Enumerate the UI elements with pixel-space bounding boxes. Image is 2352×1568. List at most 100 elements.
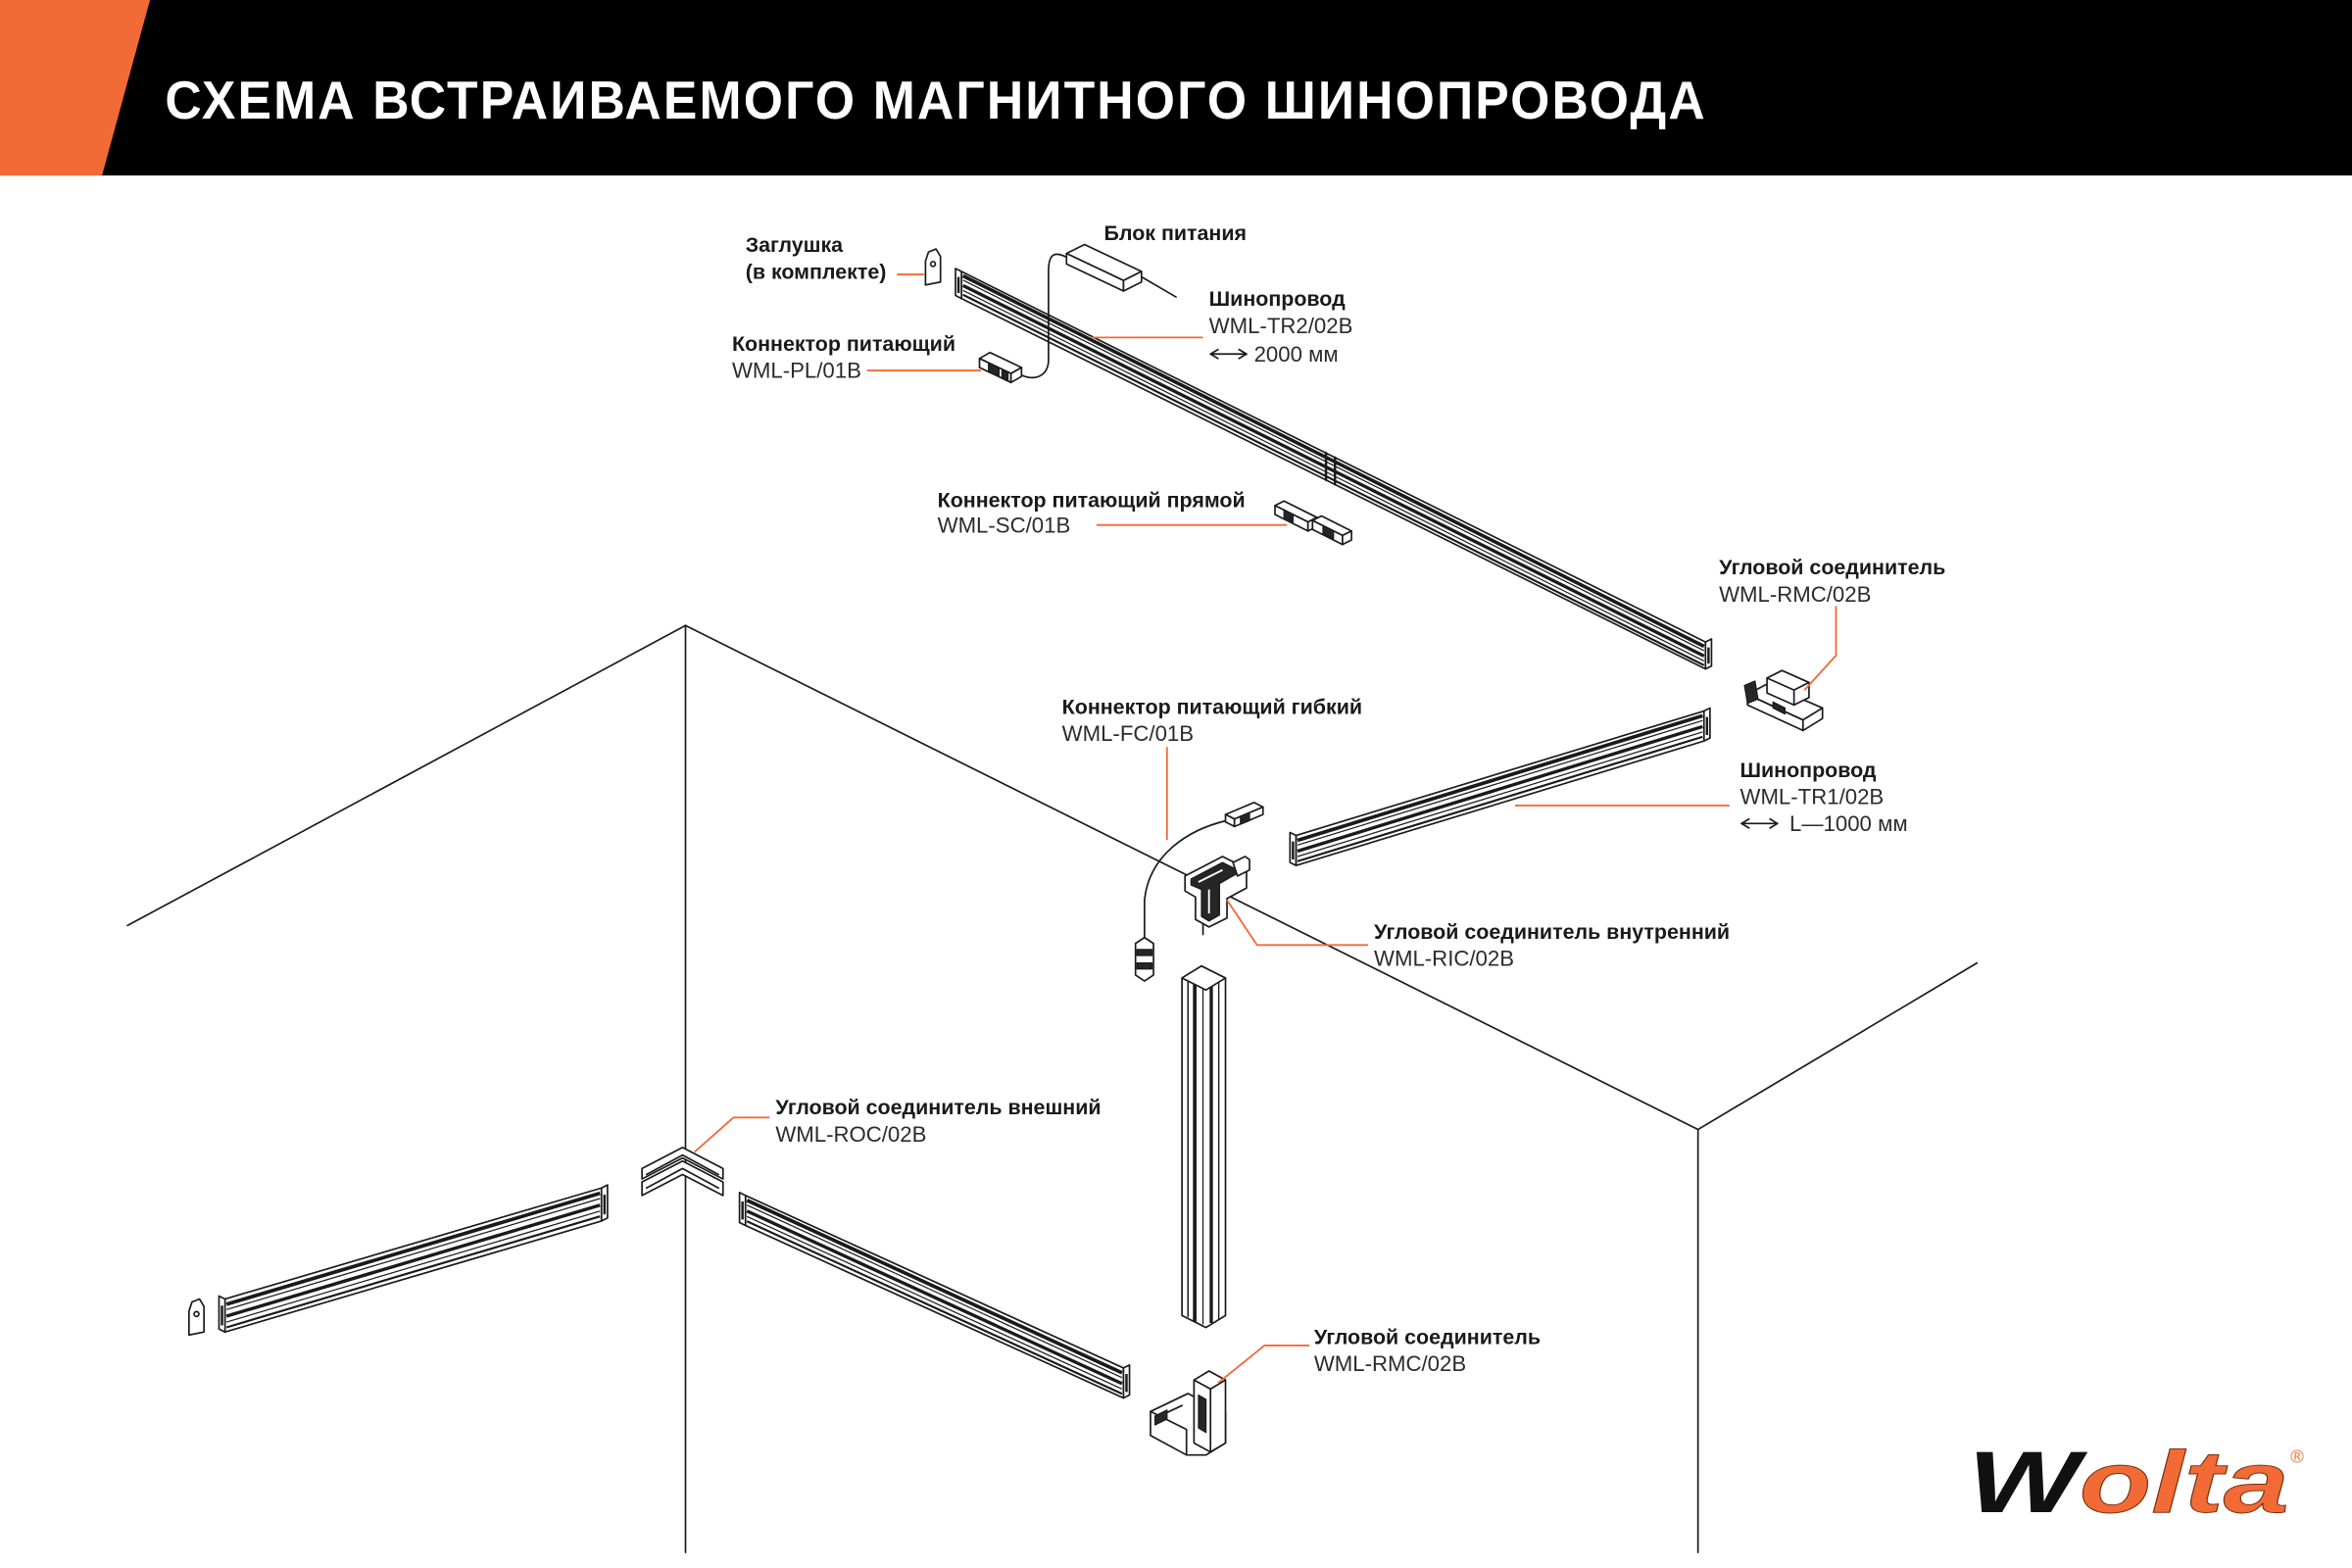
connector-contact [1136,962,1153,970]
label-track-tr2-name: Шинопровод [1209,287,1346,311]
track-groove-line [961,283,1705,658]
track-groove-line [1297,735,1703,862]
track-groove-line [225,1203,601,1318]
component-labels: Заглушка (в комплекте) Блок питания Шино… [732,221,1945,1376]
end-cap-plug-bottom [188,1298,206,1337]
double-arrow-icon [1209,348,1248,360]
track-end-profile [1181,964,1227,992]
track-groove-line [746,1204,1123,1379]
track-groove-line [746,1209,1123,1386]
plug-hole [929,261,937,268]
track-groove-line [962,289,1705,662]
track-groove-line [961,273,1705,649]
header-background [0,0,2352,176]
corner-connector-rmc-bottom [1150,1370,1227,1456]
straight-feed-connector-sc [1274,500,1352,546]
connector-tail-body [1134,936,1154,982]
corner-connector-rmc-top [1743,669,1824,732]
label-track-tr2-code: WML-TR2/02B [1209,314,1353,338]
track-groove-line [746,1215,1123,1390]
label-track-tr1-code: WML-TR1/02B [1740,784,1885,808]
track-groove-line [746,1220,1123,1396]
connector-contact [1283,509,1294,523]
track-vertical [1181,964,1227,1329]
connector-contact [1198,1394,1207,1434]
track-lower-left [218,1184,609,1334]
connector-contact [1772,701,1787,715]
connector-tab [1743,680,1759,705]
label-straight-connector-code: WML-SC/01B [938,513,1071,537]
connector-side-face [1009,367,1023,384]
leader-inner-corner [1226,899,1368,947]
label-outer-corner-name: Угловой соединитель внешний [775,1096,1101,1119]
track-groove-line [962,293,1705,666]
connector-edge [645,1153,720,1190]
mains-cable [1139,274,1177,298]
track-groove-line [1297,719,1703,846]
end-cap-plug-top [924,248,942,286]
leader-lines [694,273,1838,1384]
connector-highlight [1198,868,1223,914]
track-groove-line [1297,724,1703,854]
track-wml-tr2 [955,268,1713,670]
page-title: СХЕМА ВСТРАИВАЕМОГО МАГНИТНОГО ШИНОПРОВО… [165,70,1706,130]
track-wml-tr1 [1289,707,1711,867]
plug-hole [193,1310,200,1318]
label-corner-bottom-code: WML-RMC/02B [1314,1351,1466,1376]
label-corner-top-code: WML-RMC/02B [1719,582,1871,607]
track-groove-line [225,1210,601,1323]
psu-side-face [1122,270,1143,292]
label-outer-corner-code: WML-ROC/02B [775,1122,926,1147]
connector-base-side [1801,707,1824,732]
leader-corner-connector-bottom [1217,1345,1310,1384]
connector-upper-plate [641,1147,724,1180]
track-groove-line [1297,713,1703,843]
track-lower-middle [738,1191,1131,1399]
connector-contact [1136,949,1153,956]
feed-connector-pl [978,351,1023,384]
label-feed-connector-name: Коннектор питающий [732,332,956,356]
label-end-cap-name: Заглушка [746,233,844,257]
label-track-tr1-name: Шинопровод [1740,759,1877,782]
connector-inner-shade [1190,861,1242,922]
label-inner-corner-name: Угловой соединитель внутренний [1374,920,1730,944]
label-track-tr1-length: L—1000 мм [1789,811,1908,836]
connector-side-face [1342,529,1352,546]
label-corner-top-name: Угловой соединитель [1719,556,1945,579]
label-power-supply: Блок питания [1104,221,1248,245]
label-feed-connector-code: WML-PL/01B [732,359,861,383]
track-groove-line [225,1198,601,1310]
connector-tab [1153,1409,1168,1426]
power-cable [1017,253,1069,379]
track-joint [1324,452,1337,486]
connector-contact [1001,368,1009,382]
flexible-cable [1144,819,1228,941]
label-flexible-connector-code: WML-FC/01B [1062,721,1194,746]
label-end-cap-note: (в комплекте) [746,261,887,284]
power-supply-unit [1017,243,1177,379]
outer-corner-connector-roc [641,1147,724,1197]
header-accent-stripe [0,0,151,176]
connector-contact [1240,811,1250,825]
far-wall-ceiling-edge [1696,961,1979,1131]
label-flexible-connector-name: Коннектор питающий гибкий [1062,696,1362,719]
logo-letter-w: W [1968,1434,2088,1531]
label-straight-connector-name: Коннектор питающий прямой [938,488,1246,512]
double-arrow-icon [1740,817,1779,829]
connector-contact [1322,524,1335,540]
label-track-tr2-length: 2000 мм [1254,342,1339,367]
leader-outer-corner [694,1116,770,1153]
connector-edge [1193,1379,1227,1453]
left-wall-ceiling-edge [126,624,687,927]
track-groove-line [1297,731,1703,858]
room-outline [126,624,1979,1554]
track-groove-line [225,1191,601,1306]
connector-contact [988,362,1000,377]
inner-corner-connector-ric [1184,856,1250,936]
header-bar: СХЕМА ВСТРАИВАЕМОГО МАГНИТНОГО ШИНОПРОВО… [0,0,2352,176]
logo-registered-mark: ® [2290,1446,2304,1466]
label-corner-bottom-name: Угловой соединитель [1314,1325,1541,1348]
